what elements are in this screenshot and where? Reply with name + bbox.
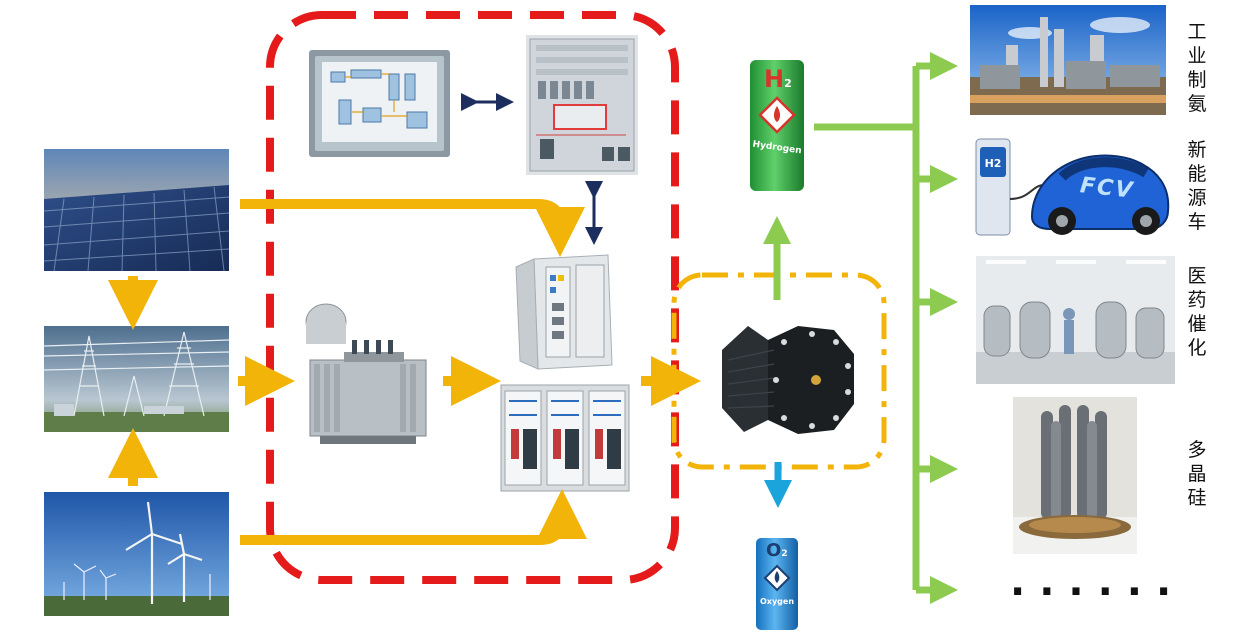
- oxygen-formula: O2: [766, 541, 788, 564]
- hydrogen-formula-letter: H: [764, 65, 785, 93]
- pharma-catalysis-label: 医 药 催 化: [1182, 264, 1212, 360]
- oxygen-tank: [756, 538, 798, 630]
- ammonia-plant-image: [970, 5, 1166, 115]
- wind-to-rectifier-arrow: [240, 489, 587, 545]
- oxygen-formula-letter: O: [766, 540, 782, 561]
- switch-cabinet-image: [512, 253, 617, 370]
- solar-farm-image: [44, 149, 229, 271]
- label-char: 化: [1187, 337, 1207, 359]
- label-char: 工: [1187, 21, 1207, 43]
- more-applications-ellipsis: ......: [1010, 559, 1186, 605]
- polysilicon-image: [1013, 397, 1137, 554]
- hydrogen-tank: [750, 60, 804, 191]
- label-char: 业: [1187, 45, 1207, 67]
- dispenser-badge: H2: [984, 157, 1002, 170]
- label-char: 能: [1187, 163, 1207, 185]
- label-char: 制: [1187, 69, 1207, 91]
- ammonia-label: 工 业 制 氨: [1182, 20, 1212, 116]
- oxygen-formula-subscript: 2: [781, 549, 788, 559]
- power-grid-image: [44, 326, 229, 432]
- label-char: 催: [1187, 313, 1207, 335]
- new-energy-vehicle-label: 新 能 源 车: [1182, 138, 1212, 234]
- control-system-boundary: [266, 11, 679, 584]
- hydrogen-formula-subscript: 2: [784, 77, 792, 90]
- pharma-lab-image: [976, 256, 1175, 384]
- electrolyzer-stack-image: [708, 320, 858, 438]
- label-char: 硅: [1187, 487, 1207, 509]
- polysilicon-label: 多 晶 硅: [1182, 438, 1212, 510]
- control-cabinet-image: [526, 35, 638, 175]
- label-char: 新: [1187, 139, 1207, 161]
- oxygen-label: Oxygen: [759, 597, 795, 606]
- label-char: 多: [1187, 439, 1207, 461]
- rectifier-cabinet-image: [497, 375, 633, 495]
- label-char: 源: [1187, 187, 1207, 209]
- transformer-image: [290, 300, 438, 445]
- label-char: 晶: [1187, 463, 1207, 485]
- label-char: 医: [1187, 265, 1207, 287]
- fuel-cell-car-image: [970, 125, 1175, 245]
- solar-to-cabinet-arrow: [240, 199, 585, 257]
- electrolyzer-boundary: [671, 272, 887, 470]
- label-char: 车: [1187, 211, 1207, 233]
- label-char: 氨: [1187, 93, 1207, 115]
- hydrogen-formula: H2: [764, 66, 792, 97]
- label-char: 药: [1187, 289, 1207, 311]
- wind-farm-image: [44, 492, 229, 616]
- hmi-control-screen-image: [309, 50, 450, 157]
